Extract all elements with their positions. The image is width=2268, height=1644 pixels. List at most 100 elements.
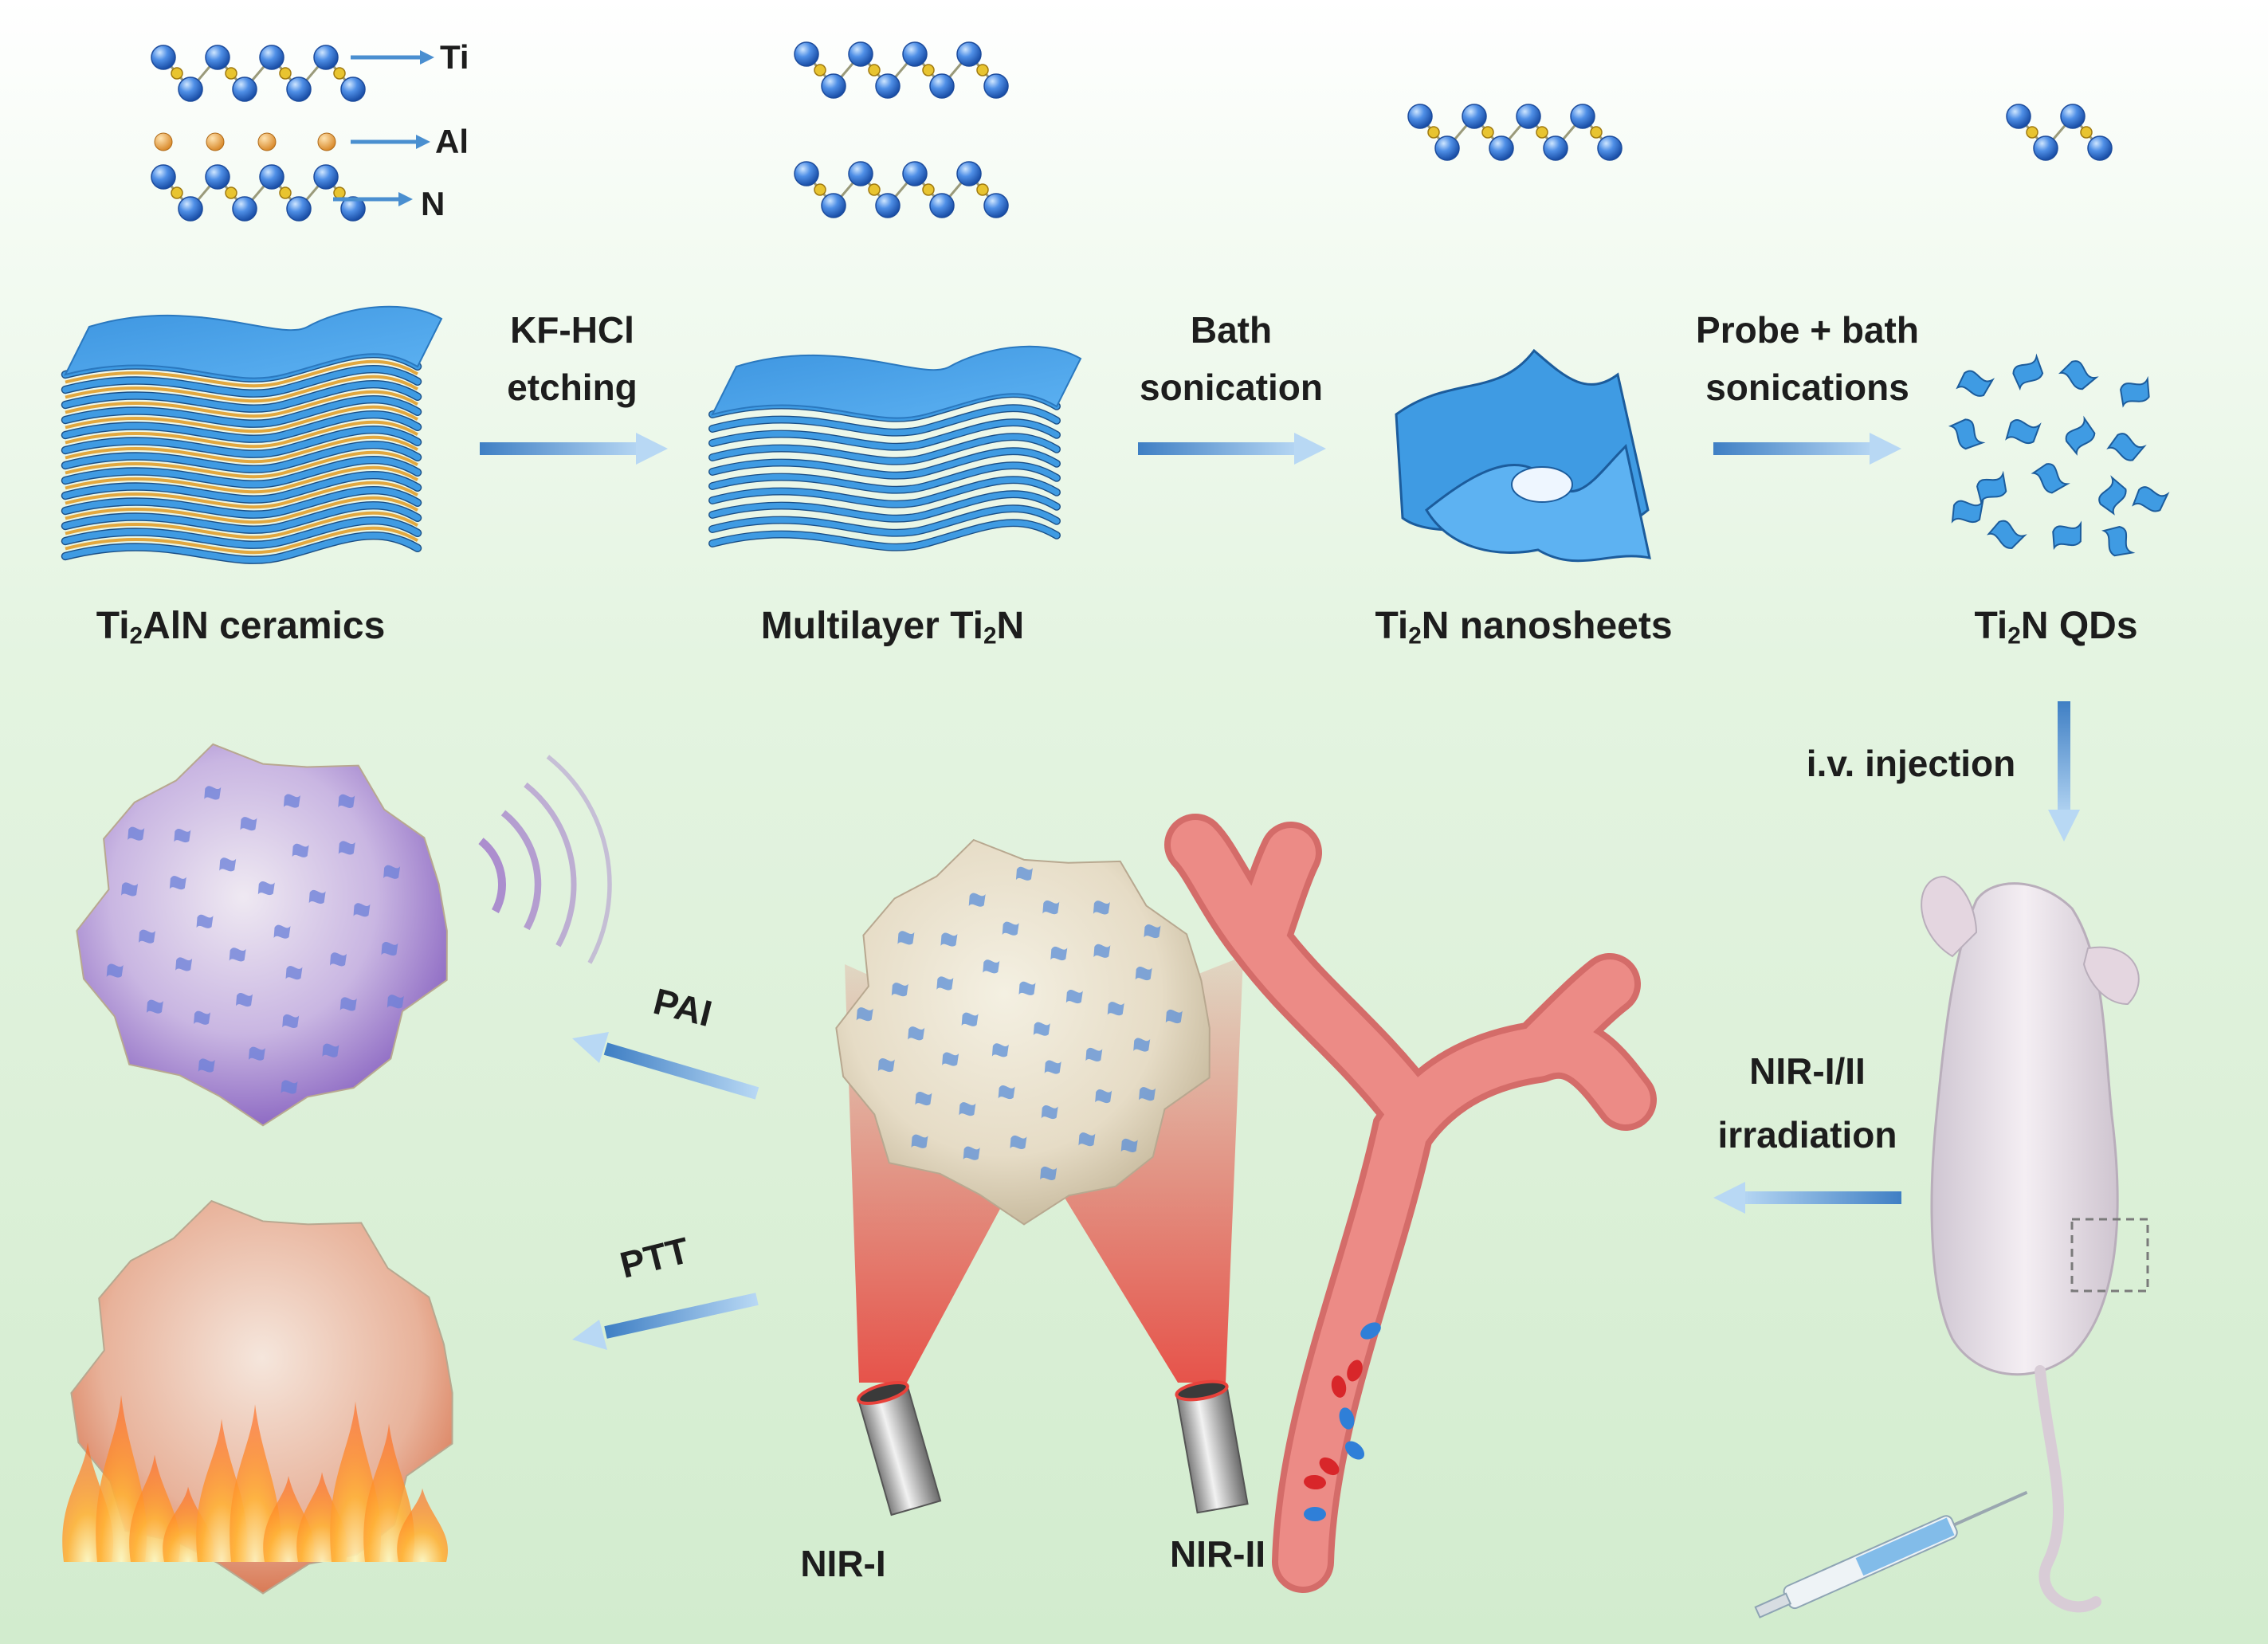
ti-atom [1516, 104, 1541, 129]
ti-atom [259, 164, 284, 190]
quantum-dot [2058, 360, 2099, 390]
ti2aln-ceramics-stack [61, 305, 443, 564]
ti2aln-bottom-layer [151, 164, 366, 222]
photothermal-flames [62, 1395, 449, 1562]
sheet-layer [709, 405, 1060, 436]
ti-atom [178, 196, 203, 222]
sheet-top-face [711, 345, 1082, 419]
multilayer-ti2n-stack [708, 345, 1082, 551]
ti-atom [340, 77, 366, 102]
step-probe-line2: sonications [1705, 367, 1909, 408]
ti-atom [205, 164, 230, 190]
ti-atom [232, 77, 257, 102]
arrow-etching [480, 433, 668, 465]
ti-atom [821, 193, 846, 218]
ti-atom [2087, 135, 2113, 161]
ti-atom [1434, 135, 1460, 161]
ti-atom [1597, 135, 1623, 161]
al-atom [206, 132, 225, 151]
ti-atom [848, 161, 873, 186]
aluminum-layer [65, 390, 418, 418]
ti-atom [929, 73, 955, 99]
aluminum-layer [65, 526, 418, 555]
tumor-photoacoustic-imaging [76, 743, 448, 1127]
sheet-layer [709, 520, 1060, 551]
sheet-layer [709, 505, 1060, 536]
ti-atom [286, 196, 312, 222]
legend-pointer-arrow [351, 135, 430, 149]
quantum-dot [2132, 486, 2170, 512]
arrow-iv-injection [2048, 701, 2080, 842]
nir-i-laser-head [857, 1380, 942, 1516]
sheet-layer [62, 502, 421, 533]
multilayer-top-layer [794, 41, 1009, 99]
mouse-tail [2035, 1365, 2101, 1613]
aluminum-layer [65, 375, 418, 403]
ti-atom [151, 164, 176, 190]
quantum-dot [1948, 418, 1986, 450]
quantum-dot [1956, 370, 1995, 397]
ti-atom [2033, 135, 2058, 161]
quantum-dot [2012, 353, 2044, 391]
ti-atom [1543, 135, 1568, 161]
sheet-layer [62, 517, 421, 548]
legend-n-label: N [421, 185, 445, 222]
syringe-qd-solution [1855, 1517, 1955, 1576]
aluminum-layer [65, 435, 418, 464]
ti2n-nanosheets [1395, 348, 1651, 563]
sheet-layer [62, 426, 421, 457]
aluminum-layer [65, 496, 418, 524]
ti-atom [2060, 104, 2086, 129]
arrow-probe-sonication [1713, 433, 1901, 465]
sheet-layer [62, 441, 421, 473]
nanosheet-layer [1407, 104, 1623, 161]
sheet-layer [62, 457, 421, 488]
quantum-dot [2101, 526, 2136, 557]
quantum-dot [2005, 418, 2042, 444]
ti-atom [232, 196, 257, 222]
sheet-layer [62, 366, 421, 397]
sheet-layer [709, 491, 1060, 522]
nanosheet-front [1425, 443, 1651, 563]
arrow-bath-sonication [1138, 433, 1326, 465]
syringe-plunger [1754, 1592, 1792, 1618]
tumor-qd-spots [856, 866, 1183, 1180]
mouse-ear-left [1921, 875, 1978, 958]
arrow-ptt [572, 1293, 759, 1350]
sheet-layer [62, 411, 421, 442]
quantum-dot [1976, 470, 2007, 504]
ti-atom [875, 193, 901, 218]
sheet-top-face [64, 305, 443, 379]
sheet-layer [62, 487, 421, 518]
ti-atom [956, 41, 982, 67]
sheet-layer [62, 396, 421, 427]
material-sheet-illustrations [61, 305, 2170, 564]
syringe-needle [1953, 1490, 2028, 1527]
ti-atom [902, 41, 928, 67]
aluminum-layer [65, 405, 418, 434]
ti-atom [794, 161, 819, 186]
ti-atom [956, 161, 982, 186]
nanosheet-curl [1511, 466, 1573, 503]
label-nir-i: NIR-I [800, 1543, 886, 1584]
tumor-site-marker [2070, 1218, 2149, 1293]
ti-atom [983, 73, 1009, 99]
nir-ii-laser-head [1175, 1379, 1249, 1514]
quantum-dot [2098, 475, 2127, 516]
ti-atom [178, 77, 203, 102]
ti2aln-top-layer [151, 45, 366, 102]
ti-atom [848, 41, 873, 67]
step-bath-line1: Bath [1190, 309, 1273, 351]
quantum-dot [2120, 375, 2150, 408]
caption-multilayer-ti2n: Multilayer Ti2N [760, 605, 1025, 649]
arrow-pai [572, 1032, 759, 1100]
ti-atom [1570, 104, 1595, 129]
caption-ti2n-qds: Ti2N QDs [1974, 605, 2138, 649]
step-irradiation-line1: NIR-I/II [1749, 1050, 1866, 1092]
mouse-model [1921, 875, 2149, 1613]
blood-cells-and-qds [1304, 1322, 1381, 1521]
quantum-dot [2031, 463, 2070, 494]
ti2n-qds-cluster [1948, 353, 2170, 557]
ti-atom [205, 45, 230, 70]
